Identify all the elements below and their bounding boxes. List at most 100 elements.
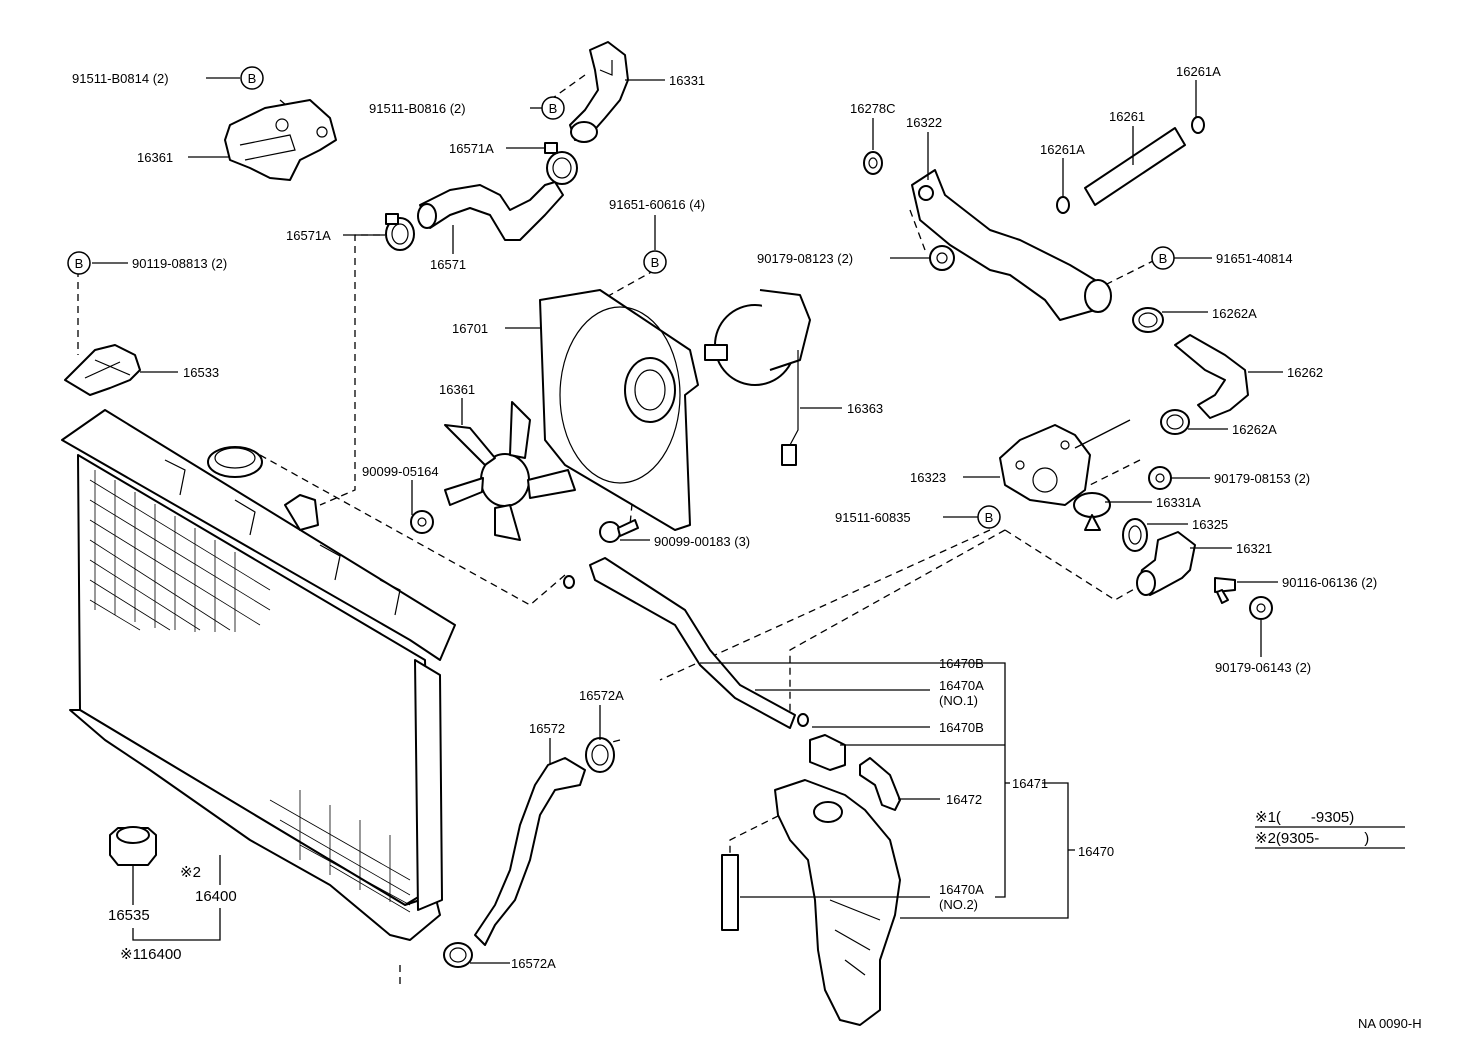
leader-lines: [92, 77, 1283, 964]
callout-90179-08153: 90179-08153 (2): [1214, 471, 1310, 486]
callout-90179-08123: 90179-08123 (2): [757, 251, 853, 266]
callout-16278c: 16278C: [850, 101, 896, 116]
callout-16262a-top: 16262A: [1212, 306, 1257, 321]
callout-16470: 16470: [1078, 844, 1114, 859]
callout-16363: 16363: [847, 401, 883, 416]
bolt-symbol-b0816: B: [541, 96, 565, 120]
water-bypass-pipe-16322: [911, 169, 1112, 321]
svg-text:B: B: [1159, 251, 1168, 266]
callout-91511-60835: 91511-60835: [835, 510, 911, 525]
callout-16571a-top: 16571A: [449, 141, 494, 156]
svg-text:B: B: [985, 510, 994, 525]
callout-16261: 16261: [1109, 109, 1145, 124]
hose-clip-16470b-1: [563, 575, 575, 589]
callout-91651-60616: 91651-60616 (4): [609, 197, 705, 212]
nut-90099-05164: [410, 510, 434, 534]
callout-16470a-no1: 16470A: [939, 678, 984, 693]
reservoir-hose-16470a-no1: [589, 557, 796, 729]
hose-clamp-16571a-top: [544, 142, 578, 185]
water-hose-16262: [1174, 334, 1249, 419]
hose-clamp-16261a-mid: [1056, 196, 1070, 214]
callout-90119-08813: 90119-08813 (2): [132, 256, 227, 271]
fan-shroud-16701: [539, 289, 699, 531]
fan-motor-16363: [704, 289, 811, 466]
water-inlet-housing-16323: [999, 424, 1091, 506]
callout-16470b-1: 16470B: [939, 656, 984, 671]
callout-90099-00183: 90099-00183 (3): [654, 534, 750, 549]
thermostat-gasket-16325: [1122, 518, 1148, 552]
callout-mark2: ※2: [180, 864, 201, 881]
nut-90179-06143: [1249, 596, 1273, 620]
bolt-symbol-60616: B: [643, 250, 667, 274]
bolt-symbol-60835: B: [977, 505, 1001, 529]
svg-text:B: B: [651, 255, 660, 270]
callout-90116-06136: 90116-06136 (2): [1282, 575, 1377, 590]
svg-text:B: B: [75, 256, 84, 271]
callout-90179-06143: 90179-06143 (2): [1215, 660, 1311, 675]
callout-16323: 16323: [910, 470, 946, 485]
thermostat-16331a: [1073, 492, 1111, 531]
callout-91511-b0814: 91511-B0814 (2): [72, 71, 169, 86]
stud-90116-06136: [1214, 577, 1236, 604]
callout-16471: 16471: [1012, 776, 1048, 791]
cooling-fan-16361: [444, 401, 576, 541]
callout-16262: 16262: [1287, 365, 1323, 380]
part-callouts: 91511-B0814 (2) 16361 16331 91511-B0816 …: [72, 64, 1377, 971]
callout-16571: 16571: [430, 257, 466, 272]
callout-16261a-mid: 16261A: [1040, 142, 1085, 157]
radiator-support-16533: [64, 344, 141, 396]
clamp-16262a-top: [1132, 307, 1164, 333]
clamp-16572a-bot: [443, 942, 473, 968]
fan-shroud-bracket-16361: [224, 99, 337, 181]
callout-no1: (NO.1): [939, 693, 978, 708]
nut-90179-08123: [929, 245, 955, 271]
callout-16361-bracket: 16361: [137, 150, 173, 165]
callout-16400: 16400: [195, 888, 237, 905]
callout-16701: 16701: [452, 321, 488, 336]
callout-16572a-bot: 16572A: [511, 956, 556, 971]
legend-row-1: ※1( -9305): [1255, 809, 1354, 826]
clamp-16262a-bot: [1160, 409, 1190, 435]
legend: ※1( -9305) ※2(9305- ): [1255, 809, 1405, 849]
callout-91651-40814: 91651-40814: [1216, 251, 1293, 266]
radiator-hose-16571: [417, 181, 564, 241]
reservoir-cap-16471: [809, 734, 846, 771]
radiator-cap-16535: [109, 826, 157, 866]
callout-16325: 16325: [1192, 517, 1228, 532]
water-inlet-16321: [1136, 531, 1196, 596]
reservoir-tank-16470: [774, 779, 901, 1026]
hose-clamp-16571a-left: [385, 213, 415, 251]
bolt-symbols: B B B B B B: [67, 66, 1175, 529]
callout-16470a-no2: 16470A: [939, 882, 984, 897]
water-outlet-16331: [569, 41, 629, 143]
callout-16261a-top: 16261A: [1176, 64, 1221, 79]
callout-90099-05164: 90099-05164: [362, 464, 439, 479]
bolt-symbol-08813: B: [67, 251, 91, 275]
nut-90179-08153: [1148, 466, 1172, 490]
callout-16321: 16321: [1236, 541, 1272, 556]
callout-16331a: 16331A: [1156, 495, 1201, 510]
callout-no2: (NO.2): [939, 897, 978, 912]
callout-16322: 16322: [906, 115, 942, 130]
clamp-16572a-top: [585, 737, 615, 773]
callout-16572: 16572: [529, 721, 565, 736]
svg-text:B: B: [248, 71, 257, 86]
callout-16331: 16331: [669, 73, 705, 88]
callout-16571a-left: 16571A: [286, 228, 331, 243]
bolt-symbol-40814: B: [1151, 246, 1175, 270]
reservoir-hose-16470a-no2: [721, 854, 739, 931]
diagram-code: NA 0090-H: [1358, 1016, 1422, 1031]
callout-mark1-16400: ※116400: [120, 946, 182, 963]
callout-16535: 16535: [108, 907, 150, 924]
hose-clamp-16261a-top: [1191, 116, 1205, 134]
callout-16470b-2: 16470B: [939, 720, 984, 735]
water-hose-16261: [1084, 127, 1186, 206]
bolt-symbol-b0814: B: [240, 66, 264, 90]
svg-text:B: B: [549, 101, 558, 116]
callout-91511-b0816: 91511-B0816 (2): [369, 101, 466, 116]
radiator-core-hatch: [89, 470, 411, 913]
callout-16572a-top: 16572A: [579, 688, 624, 703]
gasket-16278c: [863, 151, 883, 175]
callout-16533: 16533: [183, 365, 219, 380]
